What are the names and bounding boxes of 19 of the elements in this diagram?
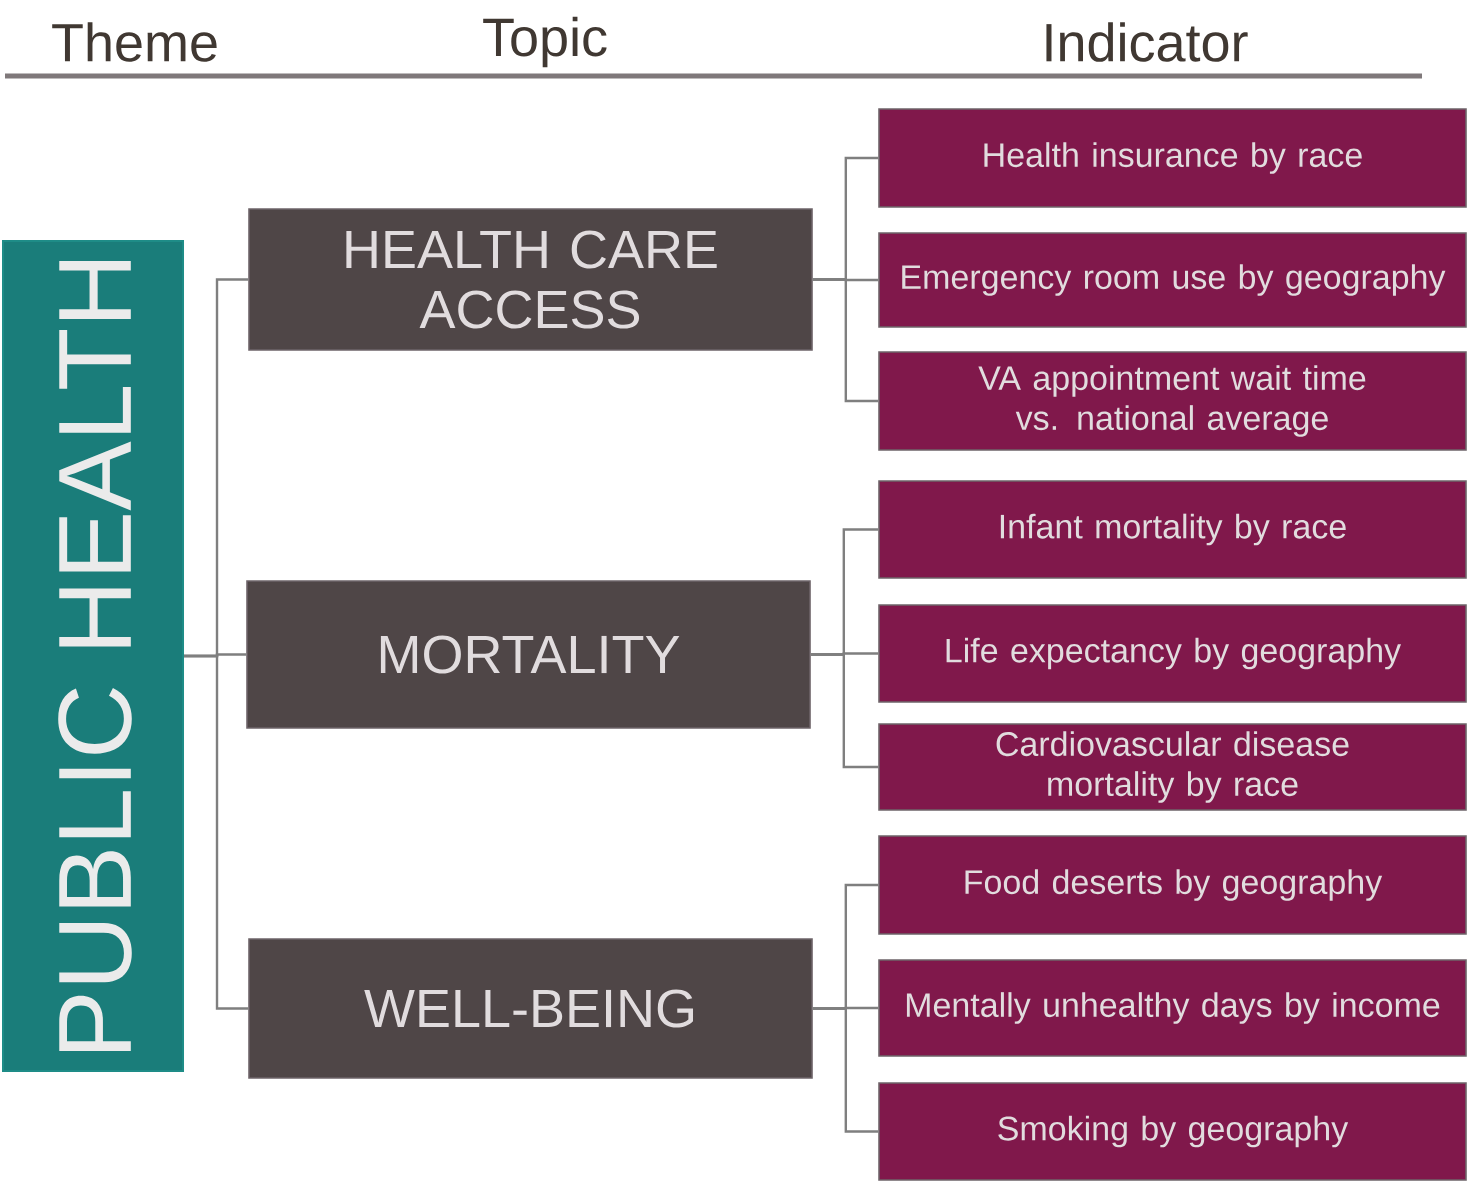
indicator-box: Health insurance by race xyxy=(878,108,1467,208)
indicator-box: Infant mortality by race xyxy=(878,480,1467,579)
connector-line xyxy=(812,278,879,403)
topic-box: MORTALITY xyxy=(246,580,811,729)
connector-line xyxy=(810,653,879,769)
connector-line xyxy=(812,1007,879,1133)
column-heading: Theme xyxy=(52,22,217,62)
theme-box: PUBLIC HEALTH xyxy=(2,240,184,1072)
connector-line xyxy=(184,654,249,1010)
indicator-box: Life expectancy by geography xyxy=(878,604,1467,703)
indicator-box: Mentally unhealthy days by income xyxy=(878,959,1467,1057)
indicator-box: VA appointment wait time vs. national average xyxy=(878,351,1467,451)
indicator-box: Emergency room use by geography xyxy=(878,232,1467,328)
topic-box: HEALTH CARE ACCESS xyxy=(248,208,813,351)
indicator-box: Food deserts by geography xyxy=(878,835,1467,935)
indicator-box: Cardiovascular disease mortality by race xyxy=(878,723,1467,811)
column-heading: Topic xyxy=(483,16,607,68)
indicator-box: Smoking by geography xyxy=(878,1082,1467,1181)
topic-box: WELL-BEING xyxy=(248,938,813,1079)
